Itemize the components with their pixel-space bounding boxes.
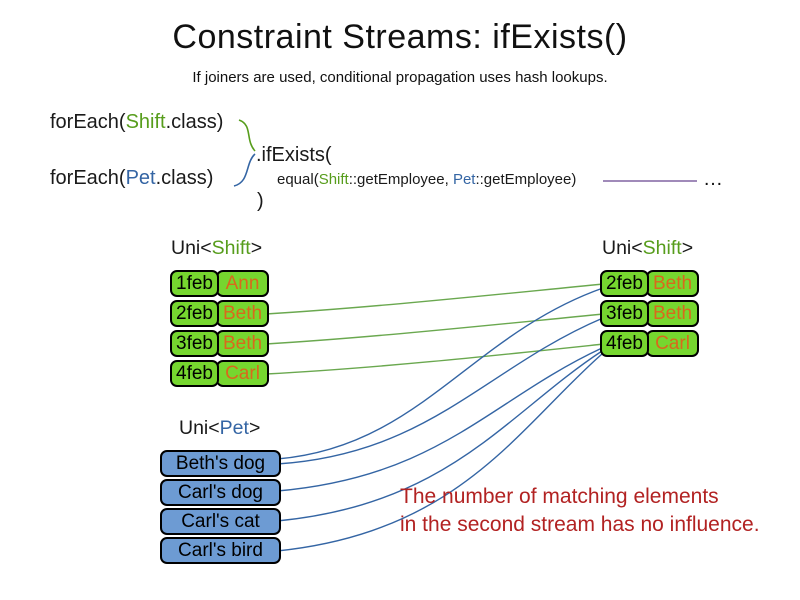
list-item: Carl's cat [160, 508, 281, 535]
shift-employee: Beth [646, 270, 699, 297]
list-item: Beth's dog [160, 450, 281, 477]
note-text: The number of matching elements in the s… [400, 483, 760, 539]
pet-list: Beth's dog Carl's dog Carl's cat Carl's … [160, 450, 281, 564]
shift-employee: Beth [216, 300, 269, 327]
label-text: Uni< [171, 237, 212, 259]
shift-employee: Carl [646, 330, 699, 357]
subtitle: If joiners are used, conditional propaga… [192, 69, 608, 86]
code-ifexists: .ifExists( [256, 144, 332, 166]
pet-stream-label: Uni<Pet> [179, 417, 260, 440]
label-text: > [681, 237, 694, 259]
label-shift-type: Shift [642, 237, 682, 259]
list-item: Carl's bird [160, 537, 281, 564]
note-line-1: The number of matching elements [400, 485, 719, 508]
brace-bottom-blue [233, 153, 256, 187]
shift-date: 4feb [170, 360, 219, 387]
code-shift-class: Shift [125, 111, 166, 133]
label-text: Uni< [179, 417, 220, 439]
code-close-paren: ) [257, 190, 264, 212]
match-line-carls-dog-4feb [276, 347, 603, 492]
note-line-2: in the second stream has no influence. [400, 513, 760, 536]
page-title: Constraint Streams: ifExists() [172, 18, 628, 56]
code-foreach-shift: forEach(Shift.class) [50, 111, 223, 134]
match-line-3feb [265, 313, 605, 345]
table-row: 4feb Carl [600, 330, 699, 357]
code-text: equal( [277, 171, 319, 188]
code-shift-ref: Shift [318, 171, 349, 188]
shift-date: 4feb [600, 330, 649, 357]
code-foreach-pet: forEach(Pet.class) [50, 167, 213, 190]
code-text: ::getEmployee, [348, 171, 453, 188]
label-text: Uni< [602, 237, 643, 259]
code-text: ::getEmployee) [475, 171, 577, 188]
shift-date: 2feb [170, 300, 219, 327]
match-line-beths-dog-2feb [276, 287, 604, 460]
shift-date: 1feb [170, 270, 219, 297]
table-row: 3feb Beth [600, 300, 699, 327]
code-text: .class) [165, 111, 224, 133]
match-line-2feb [265, 283, 605, 315]
right-shift-stream-label: Uni<Shift> [602, 237, 693, 260]
label-shift-type: Shift [211, 237, 251, 259]
table-row: 1feb Ann [170, 270, 269, 297]
shift-employee: Beth [646, 300, 699, 327]
list-item: Carl's dog [160, 479, 281, 506]
shift-employee: Ann [216, 270, 269, 297]
brace-top-green [238, 119, 256, 152]
label-text: > [248, 417, 261, 439]
shift-date: 3feb [170, 330, 219, 357]
code-ellipsis: … [703, 168, 723, 190]
code-pet-ref: Pet [452, 171, 476, 188]
right-shift-table: 2feb Beth 3feb Beth 4feb Carl [600, 270, 699, 357]
match-line-beths-dog-3feb [276, 317, 604, 465]
code-text: .class) [155, 167, 214, 189]
code-equal-joiner: equal(Shift::getEmployee, Pet::getEmploy… [277, 171, 576, 188]
shift-employee: Beth [216, 330, 269, 357]
left-shift-table: 1feb Ann 2feb Beth 3feb Beth 4feb Carl [170, 270, 269, 387]
code-text: forEach( [50, 111, 126, 133]
table-row: 2feb Beth [170, 300, 269, 327]
code-text: forEach( [50, 167, 126, 189]
shift-employee: Carl [216, 360, 269, 387]
label-text: > [250, 237, 263, 259]
table-row: 3feb Beth [170, 330, 269, 357]
label-pet-type: Pet [219, 417, 249, 439]
shift-date: 2feb [600, 270, 649, 297]
match-line-carls-cat-4feb [276, 350, 603, 522]
table-row: 2feb Beth [600, 270, 699, 297]
match-line-4feb [265, 343, 605, 375]
shift-date: 3feb [600, 300, 649, 327]
left-shift-stream-label: Uni<Shift> [171, 237, 262, 260]
table-row: 4feb Carl [170, 360, 269, 387]
code-pet-class: Pet [125, 167, 156, 189]
match-line-carls-bird-4feb [276, 353, 603, 552]
